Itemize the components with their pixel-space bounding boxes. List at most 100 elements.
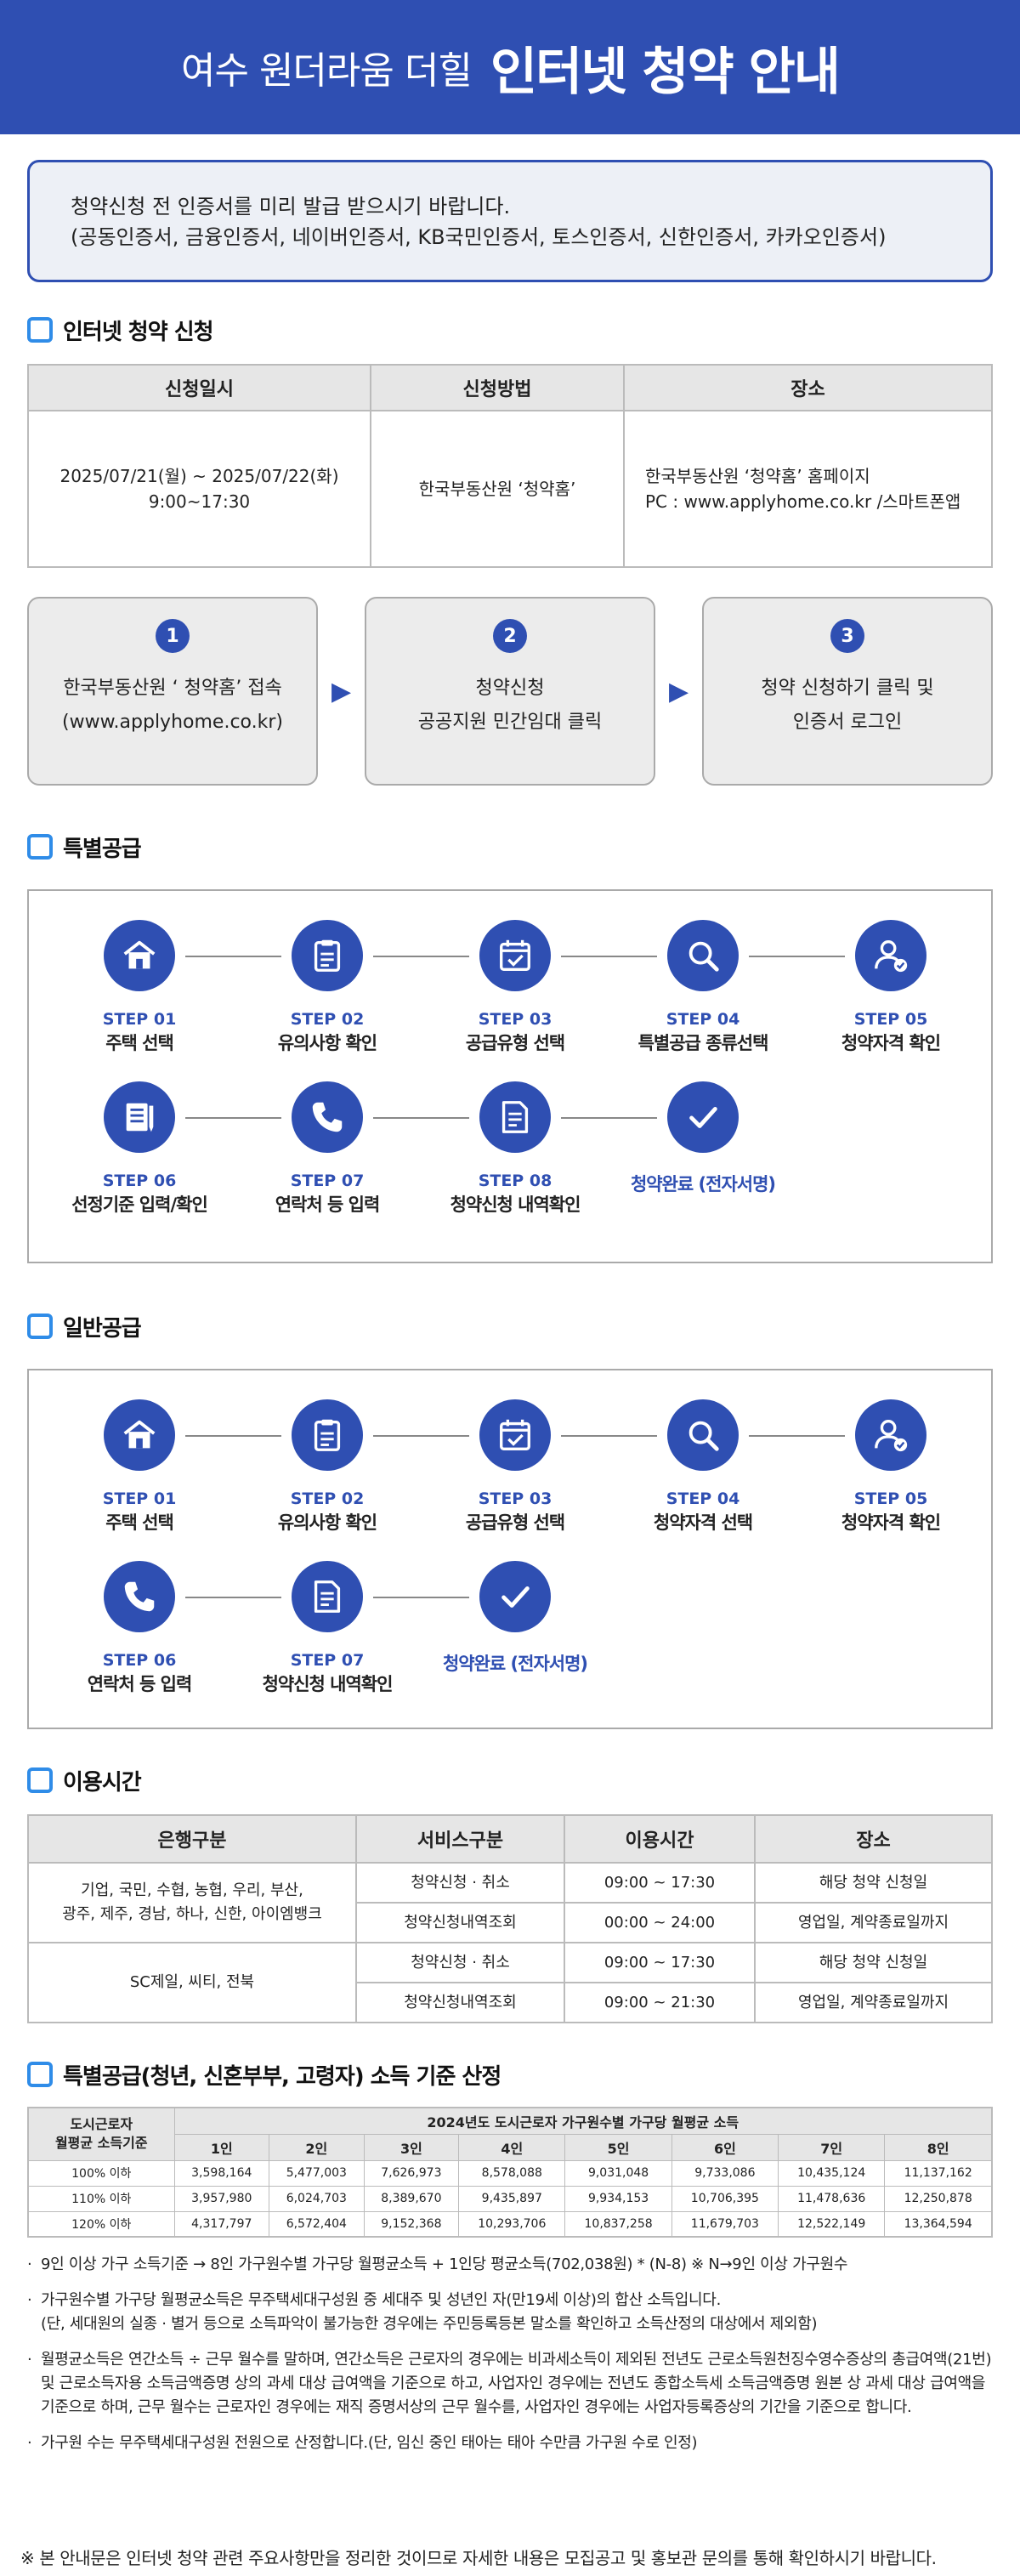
note-item: · 가구원 수는 무주택세대구성원 전원으로 산정합니다.(단, 임신 중인 태… — [27, 2431, 996, 2455]
document-icon — [292, 1561, 363, 1632]
income-cell: 3,598,164 — [173, 2159, 270, 2187]
step-number-label: STEP 01 — [102, 1489, 177, 1508]
flow-number-badge: 3 — [830, 619, 864, 653]
step-connector-line — [373, 956, 469, 957]
step-number-label: STEP 08 — [478, 1172, 552, 1190]
search-icon — [667, 1399, 739, 1471]
house-icon — [104, 1399, 175, 1471]
section-square-icon — [27, 1314, 53, 1339]
section-square-icon — [27, 2062, 53, 2087]
step-connector-line — [749, 1435, 845, 1437]
flow-arrow-icon: ▶ — [331, 676, 352, 706]
clipboard-icon — [292, 1399, 363, 1471]
step-name-label: 공급유형 선택 — [465, 1033, 565, 1053]
bullet: · — [27, 2291, 32, 2309]
step-connector-line — [373, 1117, 469, 1119]
apply-date-cell: 2025/07/21(월) ~ 2025/07/22(화) 9:00~17:30 — [27, 410, 371, 568]
section-title-general-supply: 일반공급 — [27, 1309, 1020, 1343]
step-name-label: 선정기준 입력/확인 — [71, 1194, 208, 1215]
note-text: 월평균소득은 연간소득 ÷ 근무 월수를 말하며, 연간소득은 근로자의 경우에… — [41, 2351, 992, 2416]
step-number-label: STEP 02 — [290, 1489, 365, 1508]
house-icon — [104, 920, 175, 991]
step-name-label: 청약신청 내역확인 — [262, 1674, 394, 1694]
phone-icon — [104, 1561, 175, 1632]
section-square-icon — [27, 1767, 53, 1793]
income-standard-table: 도시근로자 월평균 소득기준 2024년도 도시근로자 가구원수별 가구당 월평… — [27, 2107, 993, 2238]
step-name-label: 특별공급 종류선택 — [638, 1033, 769, 1053]
step-connector-line — [185, 956, 281, 957]
step-number-label: STEP 06 — [102, 1172, 177, 1190]
step-connector-line — [749, 956, 845, 957]
step-number-label: STEP 06 — [102, 1651, 177, 1670]
flow-arrow-icon: ▶ — [668, 676, 689, 706]
income-cell: 10,837,258 — [564, 2210, 672, 2238]
step-name-label: 청약자격 확인 — [841, 1512, 941, 1533]
step-number-label: STEP 05 — [853, 1010, 928, 1029]
income-col-header: 7인 — [778, 2133, 886, 2161]
step-connector-line — [373, 1597, 469, 1598]
income-col-header: 2인 — [269, 2133, 365, 2161]
section-title-income: 특별공급(청년, 신혼부부, 고령자) 소득 기준 산정 — [27, 2057, 1020, 2091]
income-span-header: 2024년도 도시근로자 가구원수별 가구당 월평균 소득 — [173, 2107, 993, 2135]
step-number-label: STEP 03 — [478, 1010, 552, 1029]
income-cell: 9,733,086 — [671, 2159, 779, 2187]
income-row-label: 120% 이하 — [27, 2210, 175, 2238]
calendar-icon — [479, 920, 551, 991]
certificate-notice: 청약신청 전 인증서를 미리 발급 받으시기 바랍니다. (공동인증서, 금융인… — [27, 160, 993, 282]
income-col-header: 5인 — [564, 2133, 672, 2161]
note-text: 9인 이상 가구 소득기준 → 8인 가구원수별 가구당 월평균소득 + 1인당… — [41, 2255, 848, 2273]
step-connector-line — [185, 1117, 281, 1119]
service-hours-table: 은행구분 서비스구분 이용시간 장소 기업, 국민, 수협, 농협, 우리, 부… — [27, 1814, 993, 2023]
bullet: · — [27, 2351, 32, 2369]
income-cell: 10,293,706 — [458, 2210, 566, 2238]
income-row-label: 100% 이하 — [27, 2159, 175, 2187]
special-step-complete: 청약완료 (전자서명) — [605, 1081, 801, 1197]
section-square-icon — [27, 317, 53, 343]
section-title-internet-apply: 인터넷 청약 신청 — [27, 313, 1020, 347]
bank-group-1: 기업, 국민, 수협, 농협, 우리, 부산, 광주, 제주, 경남, 하나, … — [27, 1862, 357, 1943]
section-square-icon — [27, 834, 53, 860]
income-cell: 9,152,368 — [363, 2210, 460, 2238]
note-item: · 9인 이상 가구 소득기준 → 8인 가구원수별 가구당 월평균소득 + 1… — [27, 2253, 996, 2277]
income-cell: 12,522,149 — [778, 2210, 886, 2238]
step-complete-label: 청약완료 (전자서명) — [442, 1654, 588, 1674]
income-cell: 9,435,897 — [458, 2185, 566, 2212]
footer-disclaimer: ※ 본 안내문은 인터넷 청약 관련 주요사항만을 정리한 것이므로 자세한 내… — [20, 2548, 937, 2568]
income-cell: 8,578,088 — [458, 2159, 566, 2187]
apply-flow: 1 한국부동산원 ‘ 청약홈’ 접속 (www.applyhome.co.kr)… — [27, 597, 993, 786]
general-step-step-05: STEP 05 청약자격 확인 — [793, 1399, 989, 1535]
bullet: · — [27, 2434, 32, 2452]
step-number-label: STEP 02 — [290, 1010, 365, 1029]
flow-box-3: 3 청약 신청하기 클릭 및 인증서 로그인 — [702, 597, 993, 786]
special-step-step-06: STEP 06 선정기준 입력/확인 — [42, 1081, 237, 1217]
note-item: · 월평균소득은 연간소득 ÷ 근무 월수를 말하며, 연간소득은 근로자의 경… — [27, 2348, 996, 2420]
step-number-label: STEP 05 — [853, 1489, 928, 1508]
note-item: · 가구원수별 가구당 월평균소득은 무주택세대구성원 중 세대주 및 성년인 … — [27, 2289, 996, 2336]
income-cell: 5,477,003 — [269, 2159, 365, 2187]
apply-info-table: 신청일시 신청방법 장소 2025/07/21(월) ~ 2025/07/22(… — [27, 364, 993, 568]
clipboard-icon — [292, 920, 363, 991]
th-date: 신청일시 — [27, 364, 371, 411]
income-cell: 6,024,703 — [269, 2185, 365, 2212]
notice-line-2: (공동인증서, 금융인증서, 네이버인증서, KB국민인증서, 토스인증서, 신… — [71, 225, 887, 249]
document-list-icon — [104, 1081, 175, 1153]
section-title-hours: 이용시간 — [27, 1763, 1020, 1797]
bank-group-2: SC제일, 씨티, 전북 — [27, 1942, 357, 2023]
general-step-complete: 청약완료 (전자서명) — [417, 1561, 613, 1677]
step-complete-label: 청약완료 (전자서명) — [630, 1174, 776, 1194]
flow-box-2: 2 청약신청 공공지원 민간임대 클릭 — [365, 597, 655, 786]
income-col-header: 1인 — [173, 2133, 270, 2161]
